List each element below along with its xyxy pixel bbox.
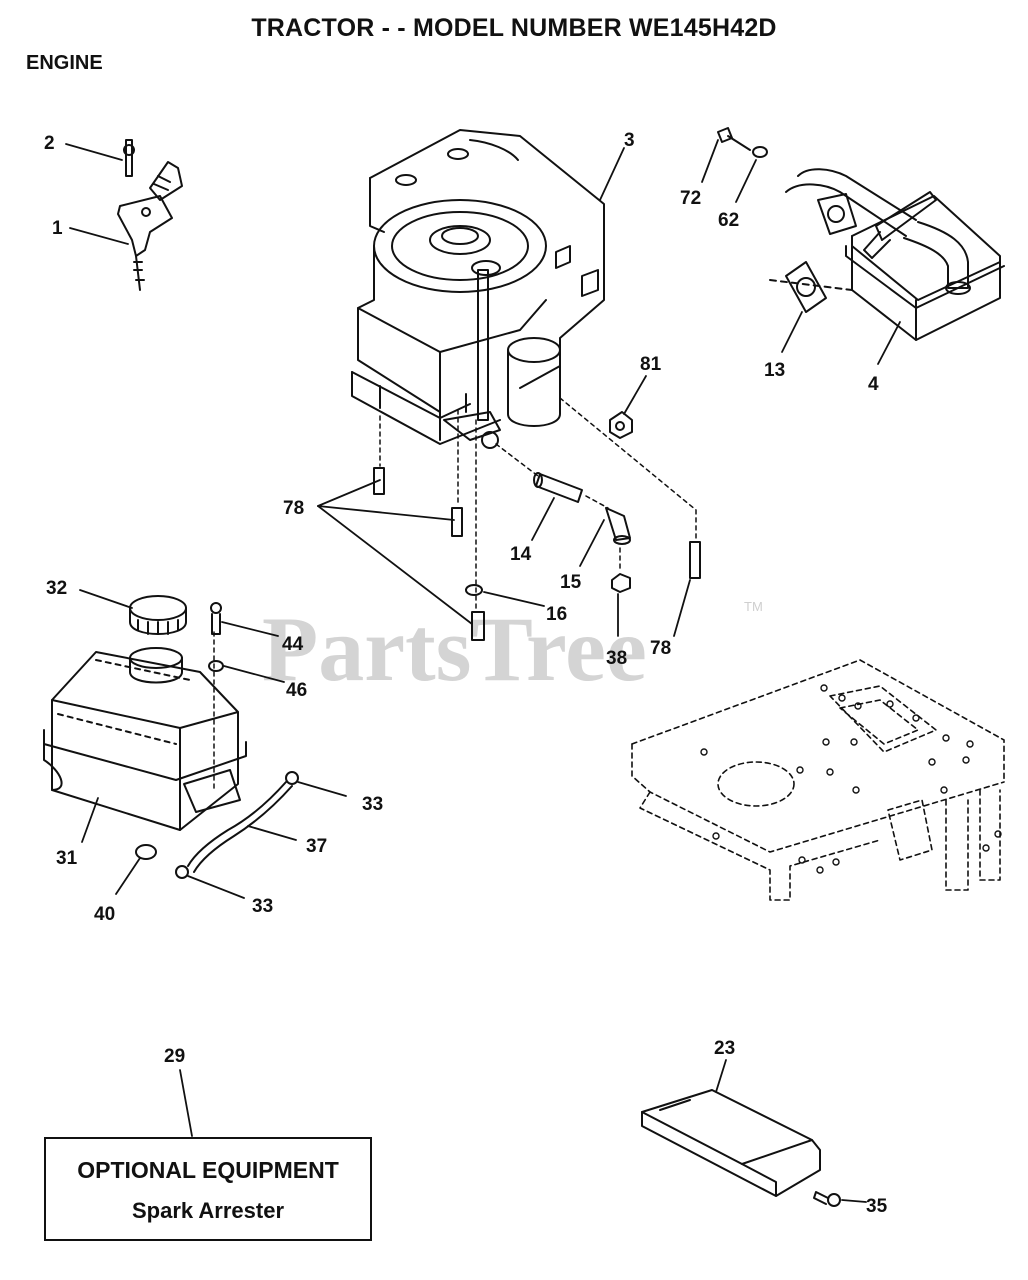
callout-2: 2 (44, 133, 55, 154)
callout-78-right: 78 (650, 638, 671, 659)
washer-46-part (208, 660, 224, 672)
heat-shield-23-part (641, 1089, 821, 1197)
page-title: TRACTOR - - MODEL NUMBER WE145H42D (251, 14, 777, 42)
callout-23: 23 (714, 1038, 735, 1059)
bolt-72-part (717, 127, 751, 151)
screw-44-part (210, 602, 222, 635)
callout-72: 72 (680, 188, 701, 209)
fuel-line-37-outline (193, 785, 293, 873)
callout-38: 38 (606, 648, 627, 669)
callout-37: 37 (306, 836, 327, 857)
nut-38-part (611, 573, 631, 593)
assembly-guide-lines (213, 397, 697, 791)
nut-81-part (609, 411, 633, 439)
callout-78-left: 78 (283, 498, 304, 519)
screw-35-part (813, 1191, 841, 1207)
bolt-78-part (373, 467, 701, 641)
clamp-33-lower-part (175, 865, 189, 879)
clamp-33-upper-part (285, 771, 299, 785)
callout-31: 31 (56, 848, 78, 869)
callout-29: 29 (164, 1046, 185, 1067)
callout-40: 40 (94, 904, 115, 925)
callout-15: 15 (560, 572, 582, 593)
washer-16-part (465, 584, 483, 596)
callout-81: 81 (640, 354, 662, 375)
callout-33-lower: 33 (252, 896, 273, 917)
callout-13: 13 (764, 360, 785, 381)
callout-46: 46 (286, 680, 307, 701)
muffler-guide-line (769, 279, 853, 291)
watermark-trademark: TM (744, 599, 763, 614)
elbow-15-part (605, 507, 631, 545)
section-label: ENGINE (26, 52, 103, 74)
callout-44: 44 (282, 634, 304, 655)
callout-32: 32 (46, 578, 67, 599)
callout-3: 3 (624, 130, 635, 151)
optional-equipment-box: OPTIONAL EQUIPMENT Spark Arrester (44, 1137, 372, 1241)
tube-14-part (533, 472, 583, 503)
optional-equipment-title: OPTIONAL EQUIPMENT (77, 1157, 339, 1183)
leader-lines (65, 139, 901, 1203)
gasket-13-part (785, 261, 827, 313)
callout-35: 35 (866, 1196, 888, 1217)
fuel-line-37-part (187, 781, 287, 867)
callout-14: 14 (510, 544, 532, 565)
fuel-tank-31-part (43, 647, 247, 831)
callout-16: 16 (546, 604, 567, 625)
engine-part (351, 129, 605, 449)
muffler-part (785, 168, 1005, 341)
callout-62: 62 (718, 210, 739, 231)
watermark-text: PartsTree (262, 598, 647, 700)
tractor-frame-reference (631, 659, 1005, 901)
optional-equipment-subtitle: Spark Arrester (131, 1198, 285, 1223)
callout-33-upper: 33 (362, 794, 383, 815)
callout-1: 1 (52, 218, 63, 239)
throttle-control-part (117, 139, 183, 291)
frame-holes (700, 684, 1002, 874)
fuel-cap-32-part (129, 595, 187, 635)
lockwasher-62-part (752, 146, 768, 158)
grommet-40-part (135, 844, 157, 860)
callout-4: 4 (868, 374, 879, 395)
